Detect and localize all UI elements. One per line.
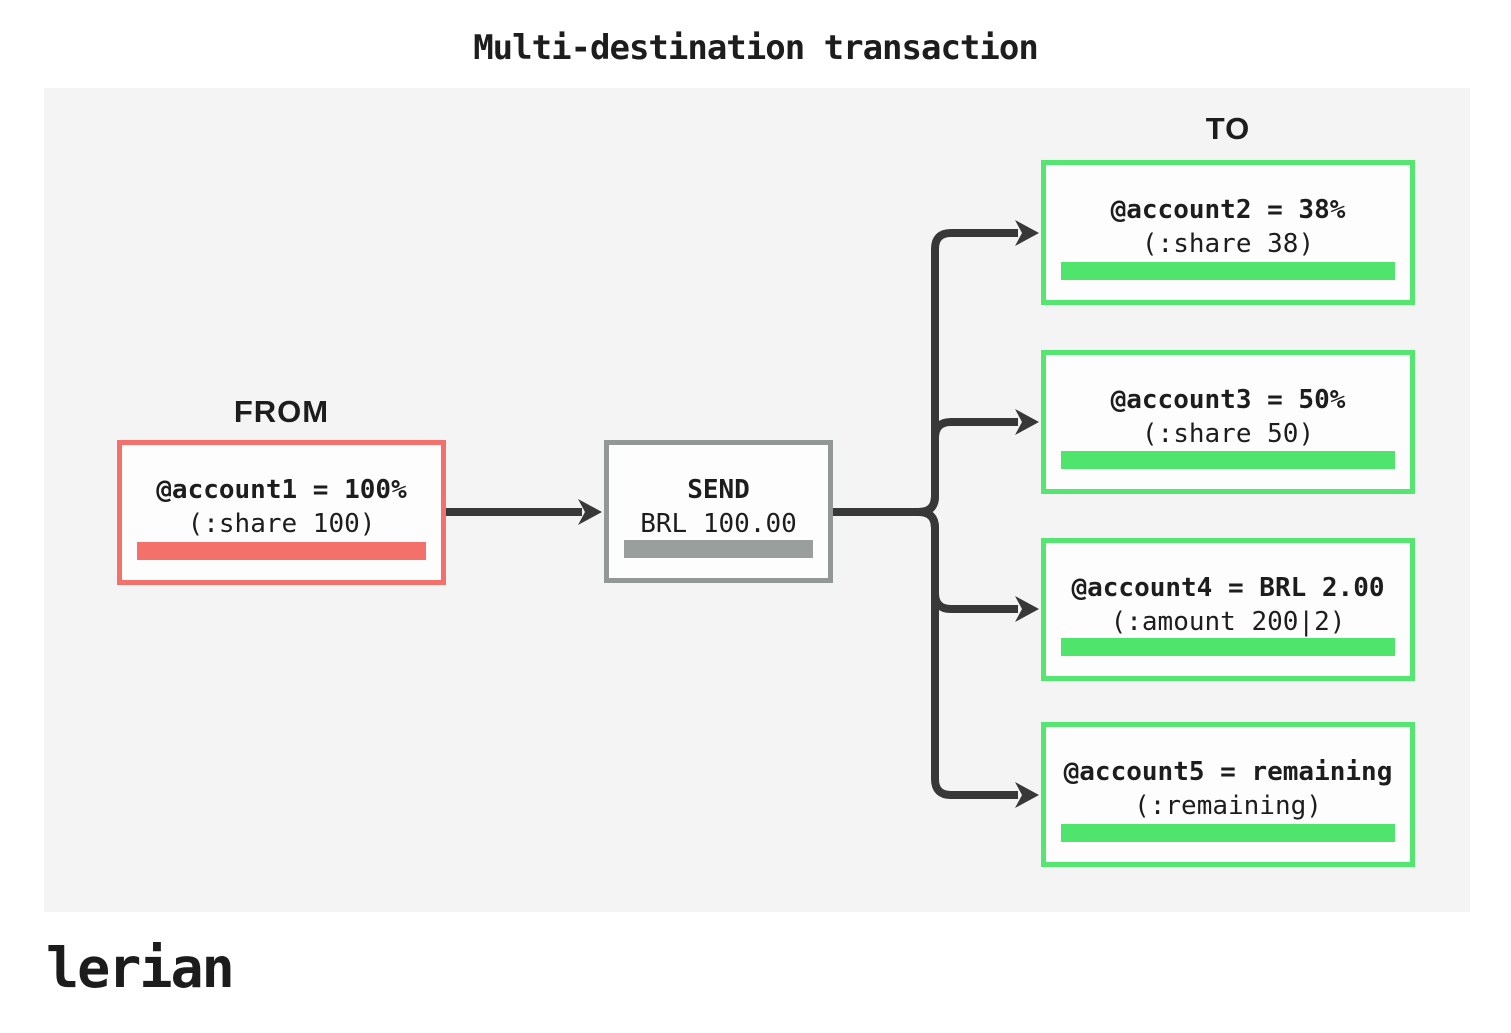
node-send: SEND BRL 100.00 bbox=[604, 440, 833, 583]
node-account3: @account3 = 50% (:share 50) bbox=[1041, 350, 1415, 494]
edge-send-to-account4 bbox=[833, 508, 1018, 613]
node-account4-accent-bar bbox=[1061, 638, 1395, 656]
edge-send-to-account5 bbox=[833, 508, 1018, 799]
node-account5-detail: (:remaining) bbox=[1134, 791, 1322, 821]
node-account4-title: @account4 = BRL 2.00 bbox=[1071, 573, 1385, 603]
node-account2-title: @account2 = 38% bbox=[1110, 195, 1346, 225]
node-account5: @account5 = remaining (:remaining) bbox=[1041, 722, 1415, 867]
edge-send-to-account3 bbox=[833, 418, 1018, 516]
arrowhead-icon bbox=[1015, 409, 1039, 435]
edge-send-to-account2 bbox=[833, 229, 1018, 516]
diagram-panel: FROM TO @account1 = 100% (:share 100) SE… bbox=[44, 88, 1470, 912]
node-account3-accent-bar bbox=[1061, 451, 1395, 469]
arrowhead-icon bbox=[1015, 596, 1039, 622]
arrowhead-icon bbox=[1015, 220, 1039, 246]
node-account5-accent-bar bbox=[1061, 824, 1395, 842]
node-account1: @account1 = 100% (:share 100) bbox=[117, 440, 446, 585]
lerian-logo: lerian bbox=[46, 936, 235, 1000]
node-account1-accent-bar bbox=[137, 542, 426, 560]
node-send-title: SEND bbox=[687, 475, 750, 505]
node-account2: @account2 = 38% (:share 38) bbox=[1041, 160, 1415, 305]
from-group-label: FROM bbox=[233, 394, 330, 429]
node-account3-detail: (:share 50) bbox=[1141, 419, 1315, 449]
arrowhead-icon bbox=[578, 499, 602, 525]
node-account3-title: @account3 = 50% bbox=[1110, 385, 1346, 415]
node-send-detail: BRL 100.00 bbox=[640, 509, 797, 539]
connector-lines bbox=[446, 220, 1039, 808]
node-account1-detail: (:share 100) bbox=[187, 509, 376, 539]
to-group-label: TO bbox=[1205, 111, 1251, 146]
node-account5-title: @account5 = remaining bbox=[1063, 757, 1393, 787]
node-account1-title: @account1 = 100% bbox=[156, 475, 407, 505]
node-send-accent-bar bbox=[624, 540, 813, 558]
arrowhead-icon bbox=[1015, 782, 1039, 808]
node-account2-detail: (:share 38) bbox=[1141, 229, 1315, 259]
node-account4-detail: (:amount 200|2) bbox=[1110, 607, 1346, 637]
page-title: Multi-destination transaction bbox=[473, 28, 1039, 68]
node-account2-accent-bar bbox=[1061, 262, 1395, 280]
node-account4: @account4 = BRL 2.00 (:amount 200|2) bbox=[1041, 538, 1415, 681]
